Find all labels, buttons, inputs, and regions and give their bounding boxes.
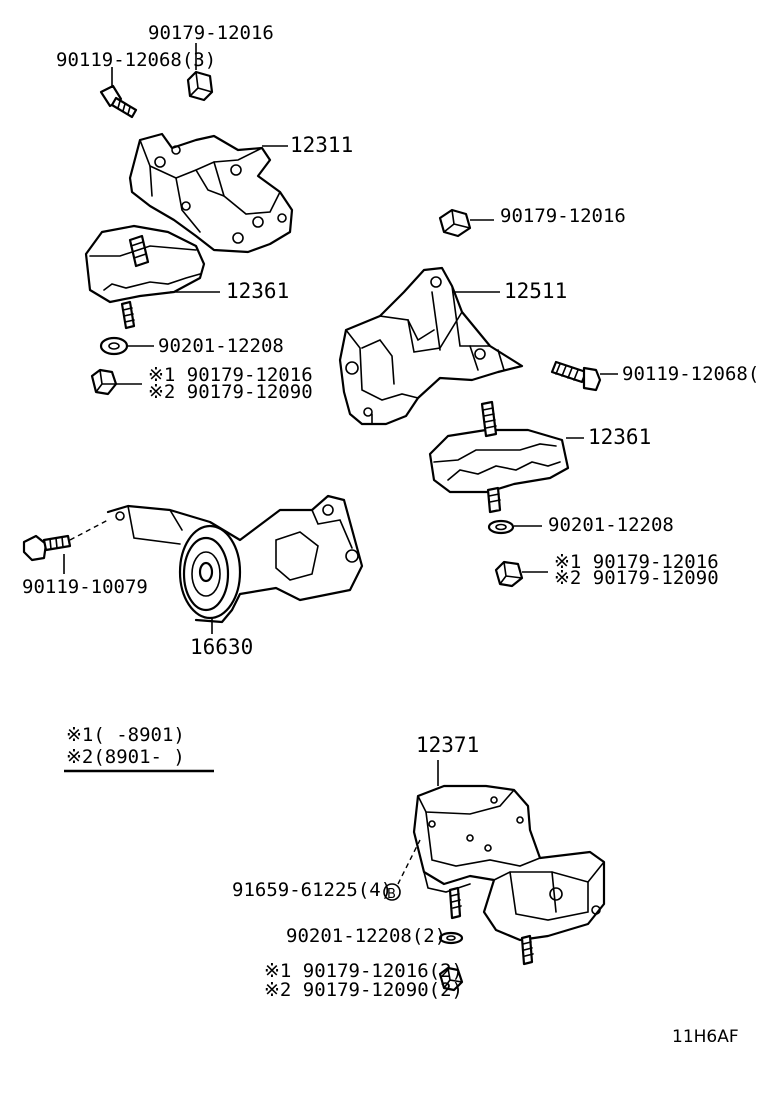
callout-12311: 12311: [290, 133, 353, 157]
washer-90201-12208-left[interactable]: [99, 336, 129, 356]
nut-left[interactable]: [90, 368, 118, 396]
callout-nut-left-2: ※2 90179-12090: [148, 381, 313, 403]
bolt-90119-12068-top[interactable]: [99, 84, 138, 119]
bracket-12311[interactable]: [128, 132, 294, 254]
callout-washer-bottom: 90201-12208(2): [286, 925, 446, 947]
callout-nut-bottom-2: ※2 90179-12090(2): [264, 979, 463, 1001]
bolt-90119-12068-right[interactable]: [550, 360, 602, 392]
insulator-12371[interactable]: [412, 784, 606, 966]
callout-nut-mid: 90179-12016: [500, 205, 626, 227]
callout-12361-left: 12361: [226, 279, 289, 303]
insulator-12361-right[interactable]: [428, 400, 570, 514]
bracket-12511[interactable]: [338, 266, 524, 426]
legend-row-2: ※2(8901- ): [66, 746, 185, 768]
washer-90201-12208-right[interactable]: [487, 519, 515, 535]
callout-bolt-right: 90119-12068(3: [622, 363, 760, 385]
nut-bottom[interactable]: [438, 966, 464, 992]
insulator-12361-left[interactable]: [84, 224, 206, 330]
bolt-90119-10079[interactable]: [22, 534, 72, 562]
washer-90201-12208-bottom[interactable]: [438, 931, 464, 945]
callout-12361-right: 12361: [588, 425, 651, 449]
figure-code: 11H6AF: [672, 1027, 739, 1047]
legend-row-1: ※1( -8901): [66, 724, 185, 746]
callout-bolt-pulley: 90119-10079: [22, 576, 148, 598]
callout-bolt-top: 90119-12068(3): [56, 49, 216, 71]
callout-nut-top: 90179-12016: [148, 22, 274, 44]
callout-washer-right: 90201-12208: [548, 514, 674, 536]
callout-nut-right-1: ※1 90179-12016: [554, 551, 719, 573]
callout-nut-left-1: ※1 90179-12016: [148, 364, 313, 386]
idler-pulley-16630[interactable]: [106, 494, 364, 624]
callout-12511: 12511: [504, 279, 567, 303]
nut-90179-12016-mid[interactable]: [438, 208, 472, 238]
nut-90179-12016-top[interactable]: [186, 70, 214, 102]
callout-washer-left: 90201-12208: [158, 335, 284, 357]
callout-12371: 12371: [416, 733, 479, 757]
callout-bolt-bottom: 91659-61225(4): [232, 879, 392, 901]
callout-nut-right-2: ※2 90179-12090: [554, 567, 719, 589]
bolt-b-marker[interactable]: [383, 883, 401, 901]
callout-nut-bottom-1: ※1 90179-12016(2): [264, 960, 463, 982]
callout-16630: 16630: [190, 635, 253, 659]
nut-right[interactable]: [494, 560, 524, 588]
bolt-marker-letter: B: [387, 887, 396, 902]
